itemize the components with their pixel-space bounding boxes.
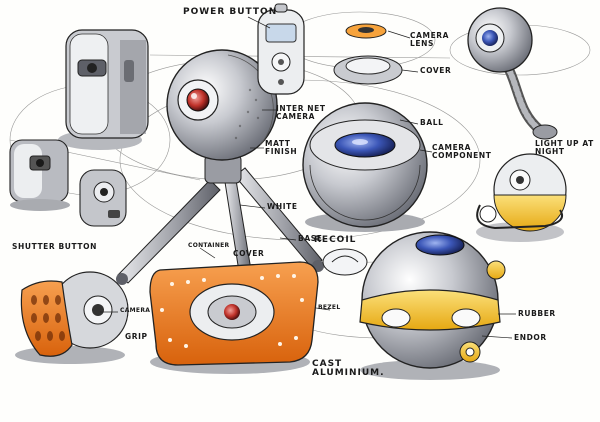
remote-device xyxy=(257,3,305,95)
gooseneck-camera xyxy=(467,7,558,140)
label-container: CONTAINER xyxy=(188,242,230,249)
yellow-clip-camera xyxy=(476,153,567,242)
label-grip: GRIP xyxy=(125,332,148,341)
recoil-detail xyxy=(322,248,368,276)
label-power-button: POWER BUTTON xyxy=(183,7,278,17)
boxy-camera-sketch xyxy=(58,29,149,150)
ball-camera-body xyxy=(302,102,428,232)
leader-lines xyxy=(100,16,516,339)
cover-part xyxy=(333,55,403,85)
internet-camera-ball xyxy=(166,49,278,161)
label-white: WHITE xyxy=(267,202,298,211)
rubber-ball-camera xyxy=(359,231,506,380)
label-bezel: BEZEL xyxy=(318,304,341,311)
label-cover-top: COVER xyxy=(420,66,452,75)
label-camera-small: CAMERA xyxy=(120,307,151,314)
label-matt-finish: MATT FINISH xyxy=(265,139,298,156)
label-shutter-button: SHUTTER BUTTON xyxy=(12,242,97,251)
mini-camera-side xyxy=(79,169,127,227)
label-light-up-at-night: LIGHT UP AT NIGHT xyxy=(535,139,594,156)
label-rubber: RUBBER xyxy=(518,309,556,318)
label-internet-camera: INTER NET CAMERA xyxy=(276,104,326,121)
camera-lens-part xyxy=(345,23,387,39)
tripod-legs xyxy=(116,154,324,286)
label-endor: ENDOR xyxy=(514,333,547,342)
label-ball: BALL xyxy=(420,118,444,127)
label-camera-component: CAMERA COMPONENT xyxy=(432,143,492,160)
label-cast-aluminium: CAST ALUMINIUM. xyxy=(312,359,385,379)
label-cover-mid: COVER xyxy=(233,249,265,258)
label-camera-lens: CAMERA LENS xyxy=(410,31,450,48)
orange-square-camera xyxy=(149,261,319,374)
label-recoil: RECOIL xyxy=(314,235,357,245)
orange-grip-camera xyxy=(15,271,129,364)
mini-camera-front xyxy=(9,139,70,211)
label-base: BASE xyxy=(298,234,323,243)
